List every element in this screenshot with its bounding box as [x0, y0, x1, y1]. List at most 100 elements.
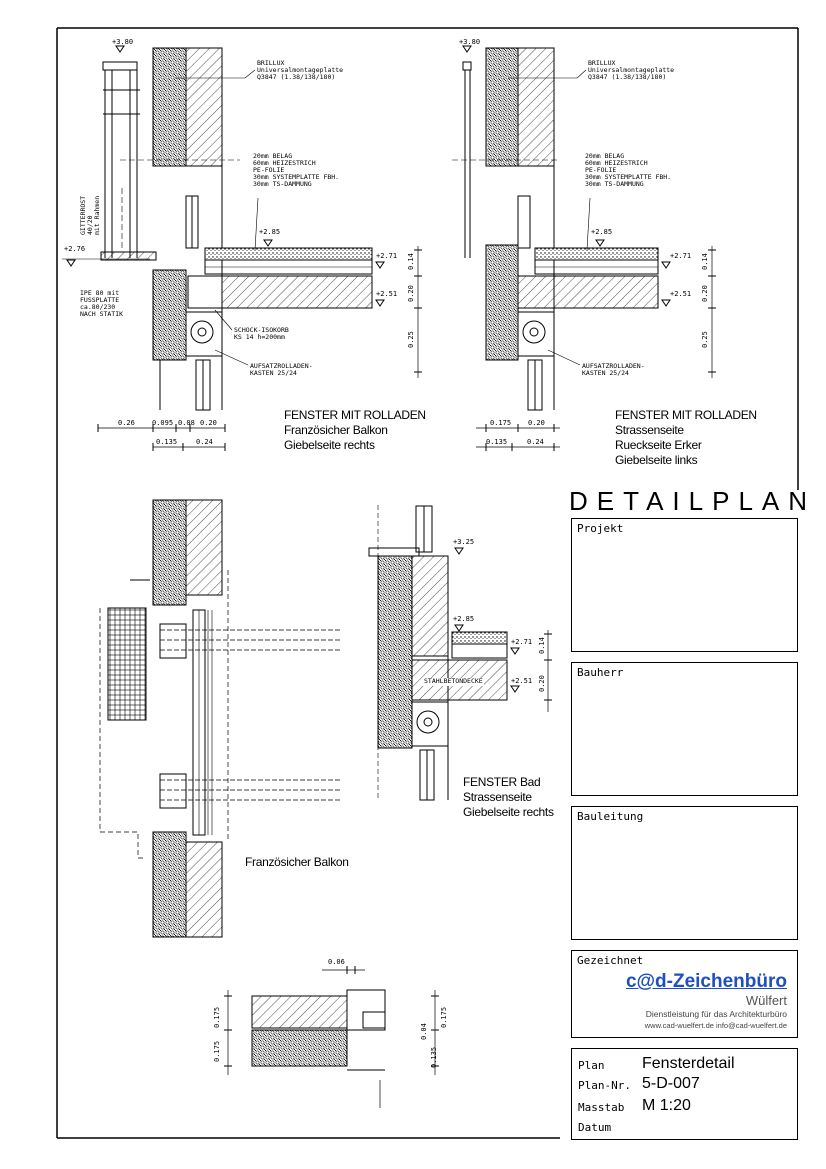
- detail-4-section: [368, 505, 552, 801]
- d1-ipe-4: NACH STATIK: [80, 310, 124, 318]
- d1-ipe-3: ca.80/230: [80, 303, 116, 311]
- d1-dim-0095: 0.095: [152, 419, 174, 427]
- d5-dim-004: 0.04: [420, 1023, 428, 1040]
- plannr-label: Plan-Nr.: [578, 1079, 631, 1092]
- d1-ipe-1: IPE 80 mit: [80, 289, 120, 297]
- d1-dim-0135: 0.135: [156, 438, 178, 446]
- d1-layer-5: 30mm TS-DAMMUNG: [253, 180, 312, 188]
- d1-level-271: +2.71: [376, 252, 398, 260]
- plan-value: Fensterdetail: [642, 1055, 735, 1072]
- detail-3-plan: [99, 499, 342, 938]
- d1-dim-014: 0.14: [407, 253, 415, 270]
- d1-dim-024: 0.24: [196, 438, 213, 446]
- d2-caption-2: Strassenseite: [615, 423, 684, 437]
- detail-2-section: [452, 45, 716, 451]
- company-logo-text: c@d-Zeichenbüro: [625, 971, 787, 992]
- d2-layer-1: 20mm BELAG: [585, 152, 625, 160]
- company-sub: Wülfert: [745, 993, 787, 1008]
- d2-brillux-2: Universalmontageplatte: [588, 66, 675, 74]
- d2-layer-4: 30mm SYSTEMPLATTE FBH.: [585, 173, 672, 181]
- detail-1-section: [62, 45, 422, 451]
- d5-dim-0175b: 0.175: [213, 1040, 221, 1062]
- d1-level-top: +3.80: [112, 38, 134, 46]
- d5-dim-0135: 0.135: [430, 1046, 438, 1068]
- d2-brillux-1: BRILLUX: [588, 59, 616, 67]
- d2-level-285: +2.85: [591, 228, 613, 236]
- d1-dim-020: 0.20: [407, 285, 415, 302]
- d4-level-285: +2.85: [453, 615, 475, 623]
- projekt-box: Projekt: [571, 518, 798, 652]
- d1-dim-025: 0.25: [407, 331, 415, 348]
- d4-dim-020: 0.20: [538, 675, 546, 692]
- d1-dim-026: 0.26: [118, 419, 135, 427]
- d2-dim-014: 0.14: [701, 253, 709, 270]
- company-tagline: Dienstleistung für das Architekturbüro: [645, 1009, 787, 1019]
- bauherr-box: Bauherr: [571, 662, 798, 796]
- d1-schock-1: SCHOCK-ISOKORB: [234, 326, 289, 334]
- masstab-label: Masstab: [578, 1101, 625, 1114]
- d1-brillux-2: Universalmontageplatte: [257, 66, 344, 74]
- d2-brillux-3: Q3847 (1.38/138/180): [588, 73, 667, 81]
- d1-aufsatz-1: AUFSATZROLLADEN-: [250, 362, 313, 370]
- d2-level-top: +3.80: [459, 38, 481, 46]
- d1-layer-2: 60mm HEIZESTRICH: [253, 159, 316, 167]
- plannr-value: 5-D-007: [642, 1075, 700, 1092]
- d1-layer-3: PE-FOLIE: [253, 166, 285, 174]
- d2-dim-020: 0.20: [701, 285, 709, 302]
- d4-level-251: +2.51: [511, 677, 533, 685]
- d2-caption-3: Rueckseite Erker: [615, 438, 702, 452]
- d1-layer-4: 30mm SYSTEMPLATTE FBH.: [253, 173, 340, 181]
- d1-level-285: +2.85: [259, 228, 281, 236]
- d1-gitterrost-3: mit Rahmen: [93, 195, 101, 235]
- d2-dim-0135: 0.135: [486, 438, 508, 446]
- plan-label: Plan: [578, 1059, 605, 1072]
- d2-layer-5: 30mm TS-DAMMUNG: [585, 180, 644, 188]
- d3-caption: Französicher Balkon: [245, 855, 349, 869]
- bauleitung-box: Bauleitung: [571, 806, 798, 940]
- d1-dim-008: 0.08: [178, 419, 195, 427]
- bauleitung-label: Bauleitung: [577, 810, 644, 823]
- d2-aufsatz-1: AUFSATZROLLADEN-: [582, 362, 645, 370]
- d4-level-271: +2.71: [511, 638, 533, 646]
- d1-ipe-2: FUSSPLATTE: [80, 296, 120, 304]
- d5-dim-0175r: 0.175: [440, 1006, 448, 1028]
- d1-level-251: +2.51: [376, 290, 398, 298]
- d4-caption-3: Giebelseite rechts: [463, 805, 554, 819]
- d5-dim-0175a: 0.175: [213, 1006, 221, 1028]
- d1-caption-3: Giebelseite rechts: [284, 438, 375, 452]
- d4-stahlbetondecke: STAHLBETONDECKE: [423, 677, 484, 686]
- plan-info-box: Plan Fensterdetail Plan-Nr. 5-D-007 Mass…: [571, 1048, 798, 1140]
- d5-dim-006: 0.06: [328, 958, 345, 966]
- d2-dim-025: 0.25: [701, 331, 709, 348]
- detail-5-section: [224, 966, 439, 1108]
- d2-dim-0175: 0.175: [490, 419, 512, 427]
- d2-layer-2: 60mm HEIZESTRICH: [585, 159, 648, 167]
- d2-level-251: +2.51: [670, 290, 692, 298]
- d2-dim-020b: 0.20: [528, 419, 545, 427]
- d1-caption-2: Französicher Balkon: [284, 423, 388, 437]
- gezeichnet-box: Gezeichnet c@d-Zeichenbüro Wülfert Diens…: [571, 950, 798, 1038]
- d4-level-325: +3.25: [453, 538, 475, 546]
- d1-dim-020b: 0.20: [200, 419, 217, 427]
- d4-dim-014: 0.14: [538, 637, 546, 654]
- d4-caption-2: Strassenseite: [463, 790, 532, 804]
- datum-label: Datum: [578, 1121, 612, 1134]
- masstab-value: M 1:20: [642, 1097, 691, 1114]
- d4-caption-1: FENSTER Bad: [463, 775, 541, 789]
- d2-caption-1: FENSTER MIT ROLLADEN: [615, 408, 757, 422]
- sheet-title: DETAILPLAN: [569, 486, 817, 516]
- d1-schock-2: KS 14 h=200mm: [234, 333, 285, 341]
- d1-layer-1: 20mm BELAG: [253, 152, 293, 160]
- d2-layer-3: PE-FOLIE: [585, 166, 617, 174]
- d1-brillux-3: Q3847 (1.38/138/180): [257, 73, 336, 81]
- d2-caption-4: Giebelseite links: [615, 453, 698, 467]
- d2-level-271: +2.71: [670, 252, 692, 260]
- d2-dim-024: 0.24: [527, 438, 544, 446]
- d1-level-276: +2.76: [64, 245, 86, 253]
- d1-brillux-1: BRILLUX: [257, 59, 285, 67]
- gezeichnet-label: Gezeichnet: [577, 954, 644, 967]
- bauherr-label: Bauherr: [577, 666, 624, 679]
- d1-aufsatz-2: KASTEN 25/24: [250, 369, 297, 377]
